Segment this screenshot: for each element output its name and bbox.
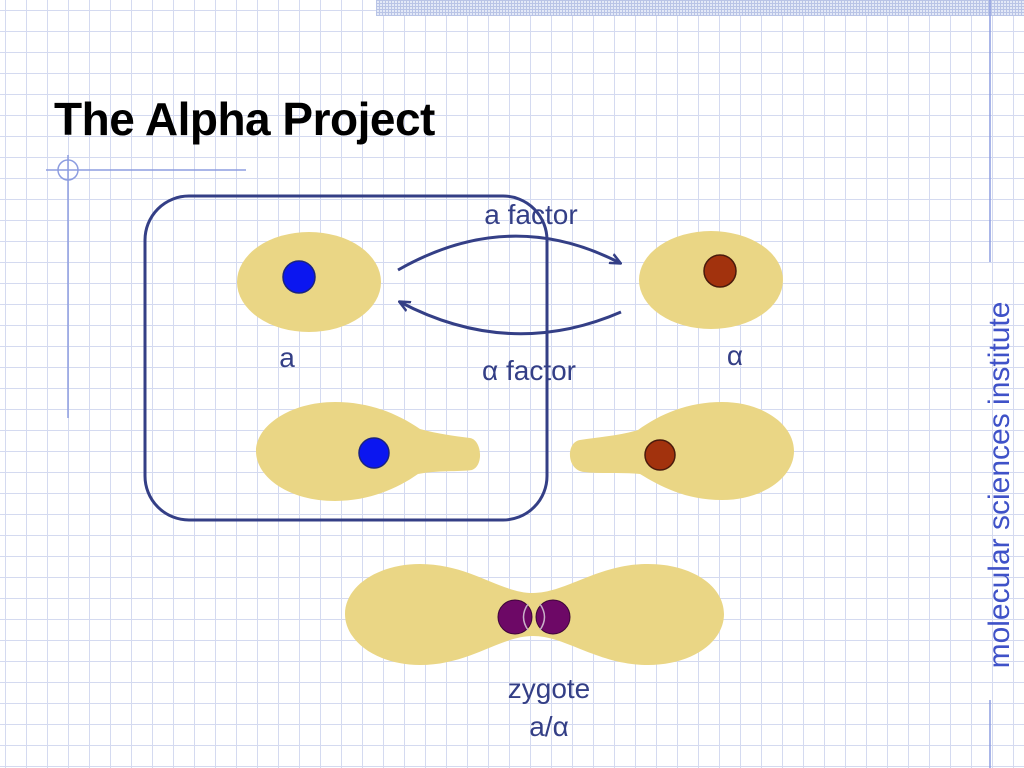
crosshair-ornament: [46, 155, 246, 418]
header-band: [376, 0, 1024, 16]
label-cell-a: a: [279, 342, 295, 373]
arrow-alpha-factor: [400, 302, 622, 336]
nucleus-zygote-right: [535, 599, 571, 635]
nucleus-fusion-mark: [522, 603, 546, 631]
shmoo-alpha: [569, 402, 794, 500]
slide-title: The Alpha Project: [54, 93, 435, 145]
nucleus-a: [282, 260, 316, 294]
label-cell-alpha: α: [726, 340, 744, 371]
label-a-factor: a factor: [484, 199, 578, 230]
nucleus-shmoo-alpha: [644, 439, 676, 471]
zygote-cell: [345, 564, 724, 665]
label-zygote-genotype: a/α: [529, 711, 569, 742]
highlight-frame: [143, 194, 549, 522]
label-zygote: zygote: [507, 673, 591, 704]
arrow-a-factor: [397, 234, 620, 272]
nucleus-alpha: [703, 254, 737, 288]
nucleus-shmoo-a: [358, 437, 390, 469]
nucleus-zygote-left: [497, 599, 533, 635]
label-alpha-factor: α factor: [482, 355, 576, 386]
